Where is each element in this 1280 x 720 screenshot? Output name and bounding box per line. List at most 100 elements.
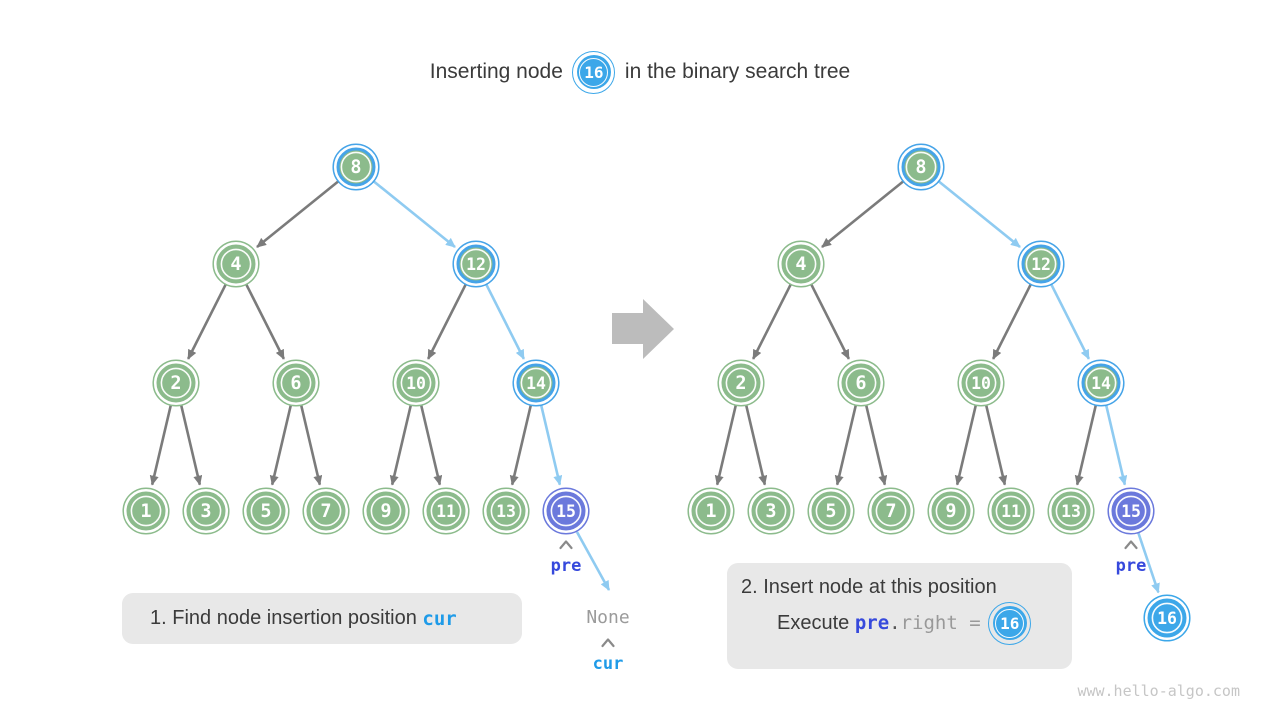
node-value: 5 [825, 501, 836, 522]
tree-edge-4-2 [751, 283, 792, 360]
title-prefix: Inserting node [429, 60, 563, 83]
caption-text: 2. Insert node at this position [741, 576, 997, 598]
tree-node-9-normal: 9 [927, 487, 975, 535]
tree-edge-12-10 [426, 283, 467, 360]
caption-text: Execute [777, 611, 855, 634]
tree-node-15-pre: 15 [542, 487, 590, 535]
node-value: 9 [380, 501, 391, 522]
node-value: 7 [320, 501, 331, 522]
caption-text: right [900, 612, 970, 634]
node-value: 13 [496, 502, 516, 521]
transition-arrow-icon [612, 299, 674, 359]
node-value: 4 [230, 254, 241, 275]
pre-label: pre [1116, 556, 1147, 576]
tree-node-8-visited: 8 [332, 143, 380, 191]
tree-node-7-normal: 7 [302, 487, 350, 535]
node-value: 7 [885, 501, 896, 522]
caret-up-icon [1124, 540, 1138, 550]
tree-node-1-normal: 1 [122, 487, 170, 535]
tree-edge-2-3 [179, 405, 203, 486]
tree-edge-12-14 [485, 283, 526, 360]
tree-edge-10-9 [954, 405, 978, 486]
tree-edge-10-9 [389, 405, 413, 486]
node-value: 6 [290, 373, 301, 394]
tree-node-6-normal: 6 [837, 359, 885, 407]
node-value: 4 [795, 254, 806, 275]
tree-edge-2-1 [714, 405, 738, 486]
node-value: 15 [1121, 502, 1141, 521]
tree-node-2-normal: 2 [152, 359, 200, 407]
node-value: 8 [350, 157, 361, 178]
node-value: 13 [1061, 502, 1081, 521]
tree-edge-4-6 [245, 283, 286, 360]
node-value: 11 [1001, 502, 1021, 521]
caption-line: 2. Insert node at this position [741, 576, 1072, 599]
tree-edge-4-2 [186, 283, 227, 360]
node-value: 3 [765, 501, 776, 522]
tree-edge-6-5 [269, 405, 293, 486]
title-node-16-badge: 16 [572, 50, 616, 94]
cur-label: cur [593, 654, 624, 674]
node-value: 14 [526, 374, 546, 393]
node-value: 9 [945, 501, 956, 522]
node-value: 12 [1031, 255, 1051, 274]
caption-line: 1. Find node insertion position cur [150, 607, 457, 630]
tree-node-2-normal: 2 [717, 359, 765, 407]
caption-text: pre [854, 612, 890, 634]
tree-edge-2-1 [149, 405, 173, 486]
node-value: 10 [406, 374, 426, 393]
tree-node-11-normal: 11 [987, 487, 1035, 535]
tree-node-3-normal: 3 [747, 487, 795, 535]
tree-edge-8-4 [256, 180, 339, 249]
node-value: 3 [200, 501, 211, 522]
node-value: 6 [855, 373, 866, 394]
tree-node-11-normal: 11 [422, 487, 470, 535]
caption-text: 1. Find node insertion position [150, 607, 423, 629]
tree-edge-14-13 [509, 405, 533, 486]
tree-node-13-normal: 13 [482, 487, 530, 535]
node-value: 2 [170, 373, 181, 394]
tree-node-4-normal: 4 [212, 240, 260, 288]
tree-node-9-normal: 9 [362, 487, 410, 535]
node-value: 11 [436, 502, 456, 521]
tree-edge-14-15 [1104, 405, 1128, 486]
node-value: 15 [556, 502, 576, 521]
tree-node-14-visited: 14 [512, 359, 560, 407]
tree-node-12-visited: 12 [452, 240, 500, 288]
caret-up-icon [559, 540, 573, 550]
tree-edge-14-15 [539, 405, 563, 486]
tree-node-8-visited: 8 [897, 143, 945, 191]
arrow-to-none [575, 531, 611, 591]
node-value: 16 [1157, 609, 1177, 628]
tree-node-1-normal: 1 [687, 487, 735, 535]
title-suffix: in the binary search tree [624, 60, 851, 83]
tree-edge-10-11 [419, 405, 443, 486]
node-value: 5 [260, 501, 271, 522]
node-value: 12 [466, 255, 486, 274]
node-value: 1 [140, 501, 151, 522]
tree-edge-15-16 [1137, 532, 1160, 594]
tree-node-4-normal: 4 [777, 240, 825, 288]
tree-edge-4-6 [810, 283, 851, 360]
tree-edge-6-7 [299, 405, 323, 486]
tree-edge-12-14 [1050, 283, 1091, 360]
caption-line: Execute pre.right =16 [777, 601, 1072, 645]
caption-text: cur [422, 607, 457, 630]
tree-node-15-pre: 15 [1107, 487, 1155, 535]
tree-node-14-visited: 14 [1077, 359, 1125, 407]
tree-node-10-normal: 10 [392, 359, 440, 407]
caption-node-16-badge: 16 [988, 601, 1032, 645]
tree-node-10-normal: 10 [957, 359, 1005, 407]
tree-node-5-normal: 5 [242, 487, 290, 535]
caption-text: . [889, 612, 901, 634]
tree-edge-6-7 [864, 405, 888, 486]
tree-edge-10-11 [984, 405, 1008, 486]
caret-up-icon [601, 638, 615, 648]
watermark: www.hello-algo.com [1077, 682, 1240, 700]
tree-edge-2-3 [744, 405, 768, 486]
tree-edge-8-12 [373, 180, 456, 249]
